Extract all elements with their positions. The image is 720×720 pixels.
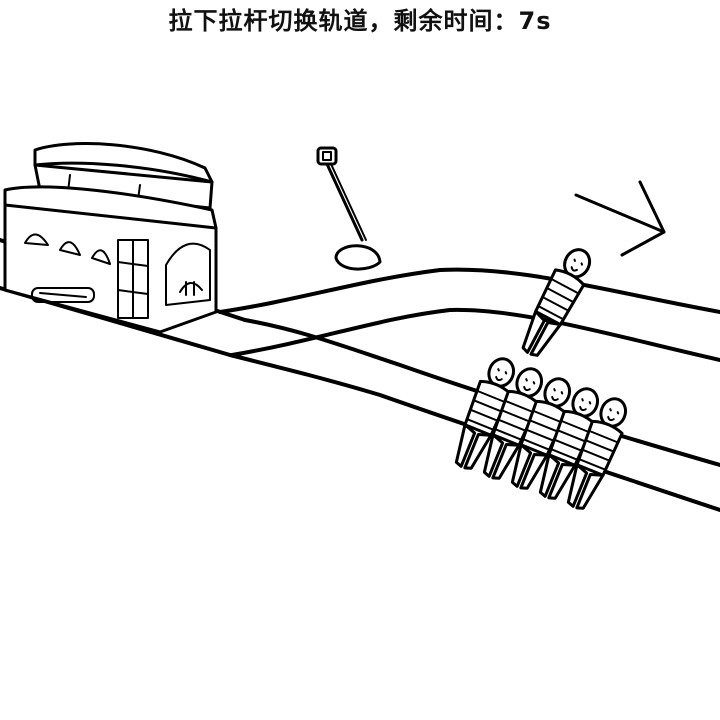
person-lower-5 [566,397,628,510]
person-lower-4 [538,387,600,500]
person-lower-3 [510,377,572,490]
instruction-timer-text: 拉下拉杆切换轨道，剩余时间：7s [168,7,552,35]
person-lower-1 [454,357,516,470]
track-switch-lever[interactable] [316,146,382,271]
person-upper-track [521,248,592,357]
trolley [3,142,218,334]
lower-track [228,318,720,512]
pull-direction-arrow-icon [574,180,666,257]
upper-track [218,267,720,362]
people-lower-track [454,357,628,510]
